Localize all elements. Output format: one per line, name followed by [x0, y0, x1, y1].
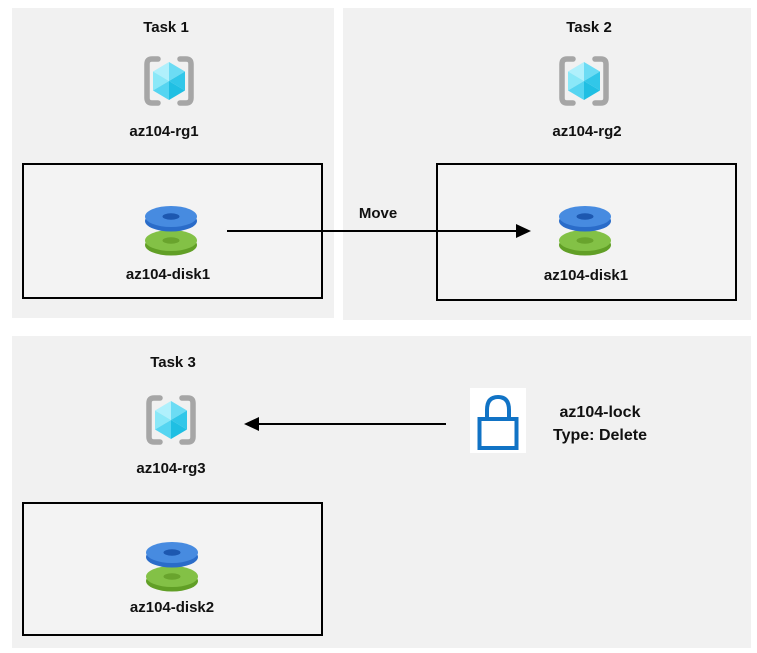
resource-group-icon: [143, 393, 199, 447]
task2-title: Task 2: [566, 19, 612, 36]
resource-group-icon: [556, 54, 612, 108]
task2-rg-label: az104-rg2: [552, 123, 622, 140]
lock-icon: [470, 388, 526, 453]
task2-disk-label: az104-disk1: [543, 267, 629, 284]
task3-disk-box: [22, 502, 323, 636]
move-arrow-label: Move: [358, 205, 398, 222]
task1-rg-label: az104-rg1: [129, 123, 199, 140]
task3-rg-label: az104-rg3: [136, 460, 206, 477]
disk-icon: [556, 204, 614, 258]
lock-label-block: az104-lock Type: Delete: [553, 401, 647, 447]
task1-disk-label: az104-disk1: [125, 266, 211, 283]
disk-icon: [143, 540, 201, 594]
task3-title: Task 3: [150, 354, 196, 371]
resource-group-icon: [141, 54, 197, 108]
task3-disk-label: az104-disk2: [129, 599, 215, 616]
lock-type: Type: Delete: [553, 427, 647, 444]
lock-name: az104-lock: [559, 404, 641, 421]
lock-tile: [470, 388, 526, 453]
task1-title: Task 1: [143, 19, 189, 36]
disk-icon: [142, 204, 200, 258]
